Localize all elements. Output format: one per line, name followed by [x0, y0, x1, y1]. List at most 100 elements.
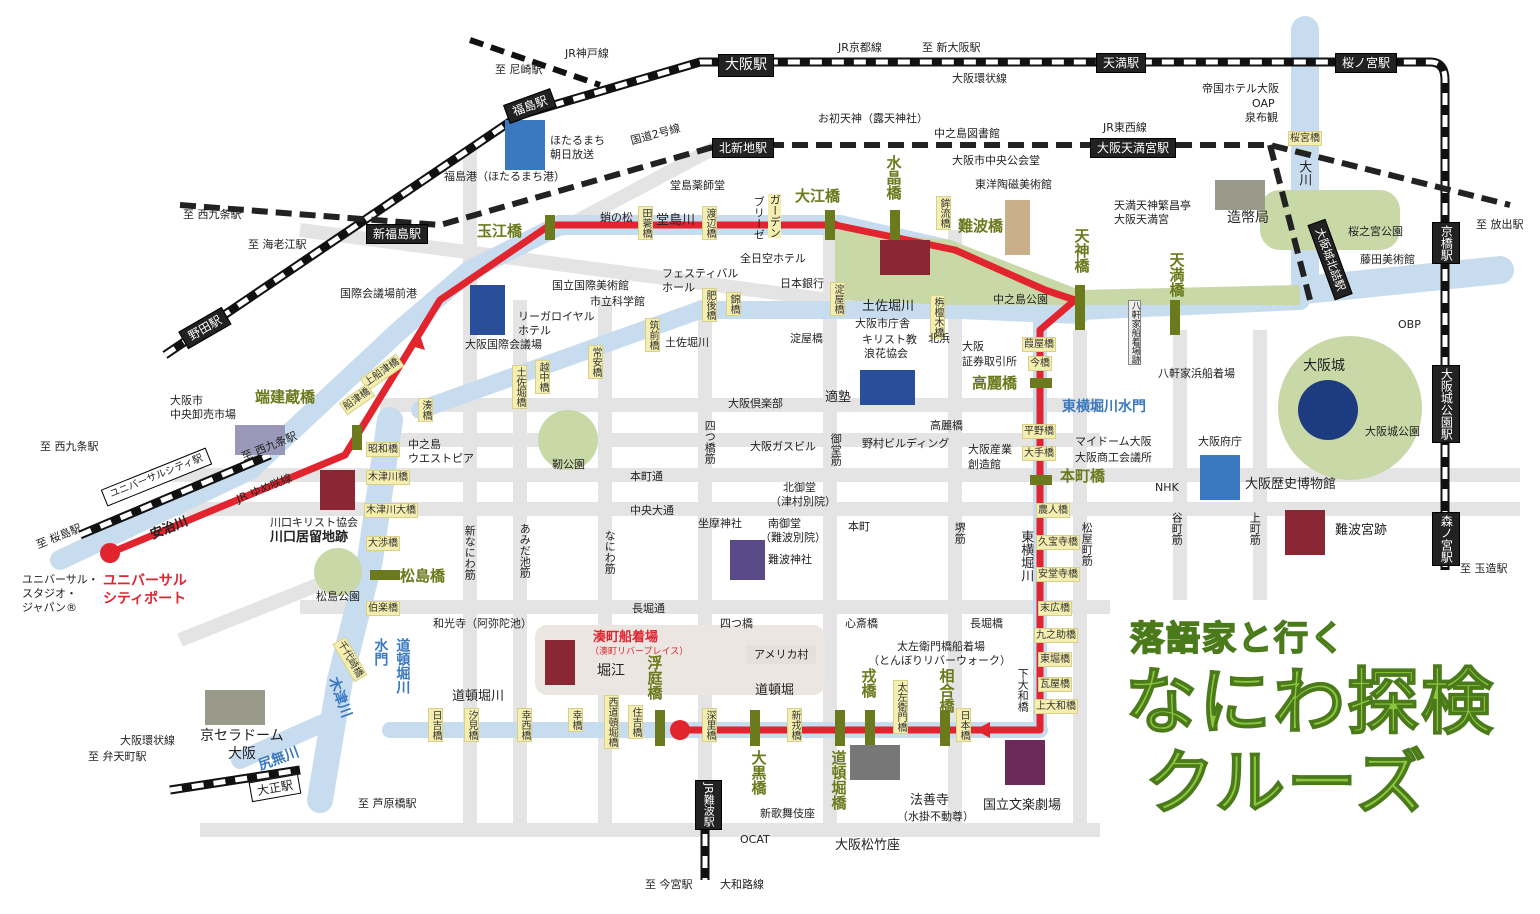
small-bridge: 平野橋 [1022, 424, 1056, 439]
landmark: キリスト教 [862, 333, 917, 346]
landmark: 高麗橋 [930, 419, 963, 432]
landmark: 藤田美術館 [1360, 253, 1415, 266]
landmark: ほたるまち [550, 134, 605, 147]
small-bridge: 湊橋 [418, 398, 433, 422]
landmark: 大阪歴史博物館 [1245, 477, 1337, 492]
landmark-goal: 湊町船着場 [593, 630, 659, 645]
landmark: （難波別院） [760, 531, 826, 544]
line-label: 至 尼崎駅 [495, 63, 543, 76]
landmark: 蛸の松 [600, 211, 633, 224]
landmark: 中央卸売市場 [170, 408, 236, 421]
line-label: 大阪環状線 [120, 734, 175, 747]
landmark: ブリーゼ [752, 196, 766, 240]
small-bridge: 幸西橋 [517, 708, 532, 742]
landmark: 天満天神繁昌亭 [1114, 199, 1191, 212]
line-label: 至 弁天町駅 [88, 750, 147, 763]
small-bridge: 西道頓堀橋 [604, 695, 619, 749]
landmark: ホテル [518, 324, 551, 337]
roads [150, 138, 1520, 837]
landmark: アメリカ村 [746, 645, 817, 665]
station-kitashinchi[interactable]: 北新地駅 [712, 138, 775, 159]
landmark: 大阪市 [170, 394, 203, 407]
small-bridge: 大渉橋 [366, 536, 400, 551]
line-label: 至 芦原橋駅 [358, 797, 417, 810]
station-osakajokoen[interactable]: 大阪城公園駅 [1432, 365, 1461, 443]
landmark: ジャパン® [22, 601, 77, 614]
landmark: 大阪松竹座 [835, 838, 901, 853]
small-bridge: 久宝寺橋 [1036, 535, 1080, 550]
small-bridge: 田蓑橋 [638, 206, 653, 240]
landmark: 帝国ホテル大阪 [1202, 82, 1279, 95]
river-label: 水門 [372, 638, 389, 666]
line-label: 至 今宮駅 [645, 878, 693, 891]
landmark: 大阪倶楽部 [728, 397, 783, 410]
river-name: 堂島川 [656, 213, 696, 228]
route-arrow [408, 335, 425, 350]
small-bridge: 鉾流橋 [936, 196, 951, 230]
street-label: 松屋町筋 [1080, 522, 1094, 566]
small-bridge: 伯楽橋 [366, 601, 400, 616]
landmark: 大阪天満宮 [1114, 213, 1169, 226]
landmark: 南御堂 [768, 517, 801, 530]
landmark: 大阪市中央公会堂 [952, 154, 1040, 167]
landmark-start: シティポート [103, 591, 187, 607]
line-label: OCAT [740, 833, 770, 846]
landmark: 本町 [848, 520, 870, 533]
station-osaka[interactable]: 大阪駅 [718, 54, 774, 77]
landmark: 堂島薬師堂 [670, 179, 725, 192]
landmark: OAP [1252, 97, 1275, 110]
station-jr-namba[interactable]: JR難波駅 [695, 780, 723, 830]
landmark: 適塾 [825, 390, 852, 405]
station-morinomiya[interactable]: 森ノ宮駅 [1432, 512, 1461, 566]
landmark: 川口キリスト協会 [270, 516, 358, 529]
small-bridge: 住吉橋 [628, 705, 643, 739]
landmark: 淀屋橋 [790, 332, 823, 345]
station-temma[interactable]: 天満駅 [1096, 53, 1147, 74]
line-label: 至 放出駅 [1476, 218, 1524, 231]
landmark: 国立文楽劇場 [983, 798, 1062, 813]
landmark: 中之島公園 [993, 293, 1048, 306]
station-sakuranomiya[interactable]: 桜ノ宮駅 [1335, 53, 1398, 74]
river-name: 道頓堀川 [452, 689, 505, 704]
river-name: 東横堀川 [1018, 530, 1034, 582]
small-bridge: 今橋 [1028, 356, 1052, 371]
landmark: スタジオ・ [22, 587, 77, 600]
street-label: 谷町筋 [1170, 512, 1184, 545]
landmark: 中之島図書館 [934, 127, 1000, 140]
landmark: 心斎橋 [845, 617, 878, 630]
small-bridge: 東堀橋 [1038, 652, 1072, 667]
small-bridge: 末広橋 [1038, 601, 1072, 616]
landmark: 福島港（ほたるまち港） [444, 170, 565, 183]
landmark: 日本銀行 [780, 277, 824, 290]
station-shinfukushima[interactable]: 新福島駅 [366, 224, 429, 245]
bridge-matsushima: 松島橋 [400, 567, 446, 585]
station-osakatemmangu[interactable]: 大阪天満宮駅 [1090, 138, 1177, 159]
street-label: なにわ筋 [603, 530, 617, 574]
landmark: ホール [662, 281, 695, 294]
landmark: 大阪産業 [968, 443, 1012, 456]
river-label: 東横堀川水門 [1062, 399, 1146, 415]
title-line2: なにわ探検 [1124, 660, 1496, 744]
bridge-suisho: 水晶橋 [884, 155, 903, 200]
station-kyobashi[interactable]: 京橋駅 [1432, 222, 1461, 264]
small-bridge: 汐見橋 [464, 708, 479, 742]
landmark: 長堀橋 [970, 617, 1003, 630]
landmark: 太左衛門橋船着場 [897, 640, 985, 653]
matsushima-park [314, 548, 362, 596]
small-bridge: 太左衛門橋 [893, 680, 908, 734]
landmark: リーガロイヤル [518, 310, 595, 323]
landmark: 東洋陶磁美術館 [975, 178, 1052, 191]
landmark-goal: （湊町リバープレイス） [590, 647, 689, 657]
landmark: 靭公園 [552, 458, 585, 471]
line-label: 至 玉造駅 [1460, 562, 1508, 575]
landmark: （とんぼりリバーウォーク） [868, 654, 1011, 667]
landmark: 大阪国際会議場 [465, 338, 542, 351]
bridge-aioi: 相合橋 [937, 668, 956, 713]
small-bridge: 下大和橋 [1016, 668, 1030, 712]
landmark: （津村別院） [770, 495, 836, 508]
landmark: ウエストピア [408, 452, 474, 465]
line-label: 至 西九条駅 [40, 440, 99, 453]
bridge-temma: 天満橋 [1167, 252, 1186, 297]
river-name: 土佐堀川 [862, 299, 915, 314]
small-bridge: 瓦屋橋 [1038, 677, 1072, 692]
